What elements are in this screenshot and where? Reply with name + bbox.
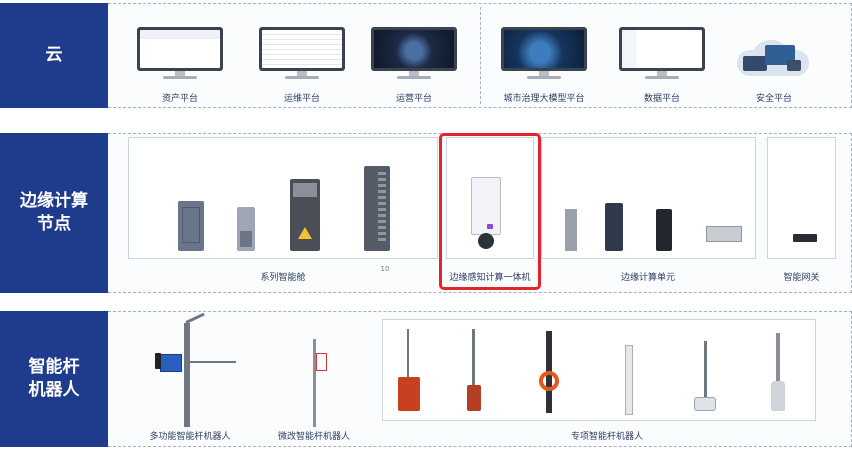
special-pole-2-mast <box>472 329 475 387</box>
cabin-device-warning <box>290 179 320 251</box>
cabin-device-tall <box>364 166 390 251</box>
label-data-platform: 数据平台 <box>643 94 680 104</box>
label-special-pole: 专项智能杆机器人 <box>570 432 643 442</box>
special-pole-6-mast <box>776 333 780 393</box>
gateway-device <box>793 234 817 242</box>
micro-retrofit-pole <box>313 339 316 427</box>
highlight-box <box>439 133 541 290</box>
label-operation-platform: 运营平台 <box>395 94 432 104</box>
cabin-device-small <box>178 201 204 251</box>
special-pole-5-mast <box>704 341 707 401</box>
page-number: 10 <box>380 265 390 273</box>
camera-dome-icon <box>478 233 494 249</box>
tier-label-cloud-text: 云 <box>45 45 63 66</box>
label-micro-retrofit-pole: 微改智能杆机器人 <box>277 432 350 442</box>
special-pole-6-base <box>771 381 785 411</box>
special-pole-box <box>382 319 816 421</box>
tier-label-cloud: 云 <box>0 3 117 108</box>
smart-cabin-series-box <box>128 137 438 259</box>
edge-unit-dark <box>656 209 672 251</box>
edge-tier: 边缘计算 节点 系列智能舱 10 边缘感知计算一体机 边缘计算单元 智能网关 <box>0 133 852 293</box>
tier-label-pole: 智能杆 机器人 <box>0 311 117 447</box>
label-asset-platform: 资产平台 <box>161 94 198 104</box>
label-smart-cabin-series: 系列智能舱 <box>260 273 306 283</box>
label-edge-sensing-unit: 边缘感知计算一体机 <box>449 273 531 283</box>
traffic-light-icon <box>155 353 161 369</box>
special-pole-1-mast <box>407 329 409 379</box>
label-security-platform: 安全平台 <box>755 94 792 104</box>
special-pole-5-base <box>694 397 716 411</box>
tier-label-pole-text: 智能杆 机器人 <box>28 357 80 400</box>
label-smart-gateway: 智能网关 <box>783 273 820 283</box>
pole-crossarm <box>190 361 236 363</box>
special-pole-2-cabinet <box>467 385 481 411</box>
edge-sensing-unit-device <box>471 177 501 235</box>
cloud-tier: 云 资产平台 运维平台 运营平台 城市治理大模型平台 数据平台 安全平台 <box>0 3 852 108</box>
label-city-governance-model-platform: 城市治理大模型平台 <box>503 94 585 104</box>
city-governance-model-screen <box>501 27 587 79</box>
label-edge-compute-unit: 边缘计算单元 <box>620 273 675 283</box>
operation-platform-screen <box>371 27 457 79</box>
multifunction-pole <box>184 323 190 427</box>
platform-divider <box>480 7 481 104</box>
label-ops-platform: 运维平台 <box>283 94 320 104</box>
edge-unit-flat <box>706 226 742 242</box>
micro-pole-panel <box>316 353 327 371</box>
edge-unit-box <box>605 203 623 251</box>
cabin-device-slim <box>237 207 255 251</box>
signboard-icon <box>160 354 182 372</box>
pole-tier: 智能杆 机器人 多功能智能杆机器人 微改智能杆机器人 专项智能杆机器人 <box>0 311 852 447</box>
tier-label-edge-text: 边缘计算 节点 <box>20 191 88 234</box>
edge-unit-tower <box>565 209 577 251</box>
special-pole-4 <box>625 345 633 415</box>
label-multifunction-pole: 多功能智能杆机器人 <box>149 432 231 442</box>
security-platform-cloud-icon <box>735 36 811 78</box>
data-platform-screen <box>619 27 705 79</box>
special-pole-3-ring <box>539 371 559 391</box>
special-pole-1-cabinet <box>398 377 420 411</box>
asset-platform-screen <box>137 27 223 79</box>
ops-platform-screen <box>259 27 345 79</box>
tier-label-edge: 边缘计算 节点 <box>0 133 117 293</box>
